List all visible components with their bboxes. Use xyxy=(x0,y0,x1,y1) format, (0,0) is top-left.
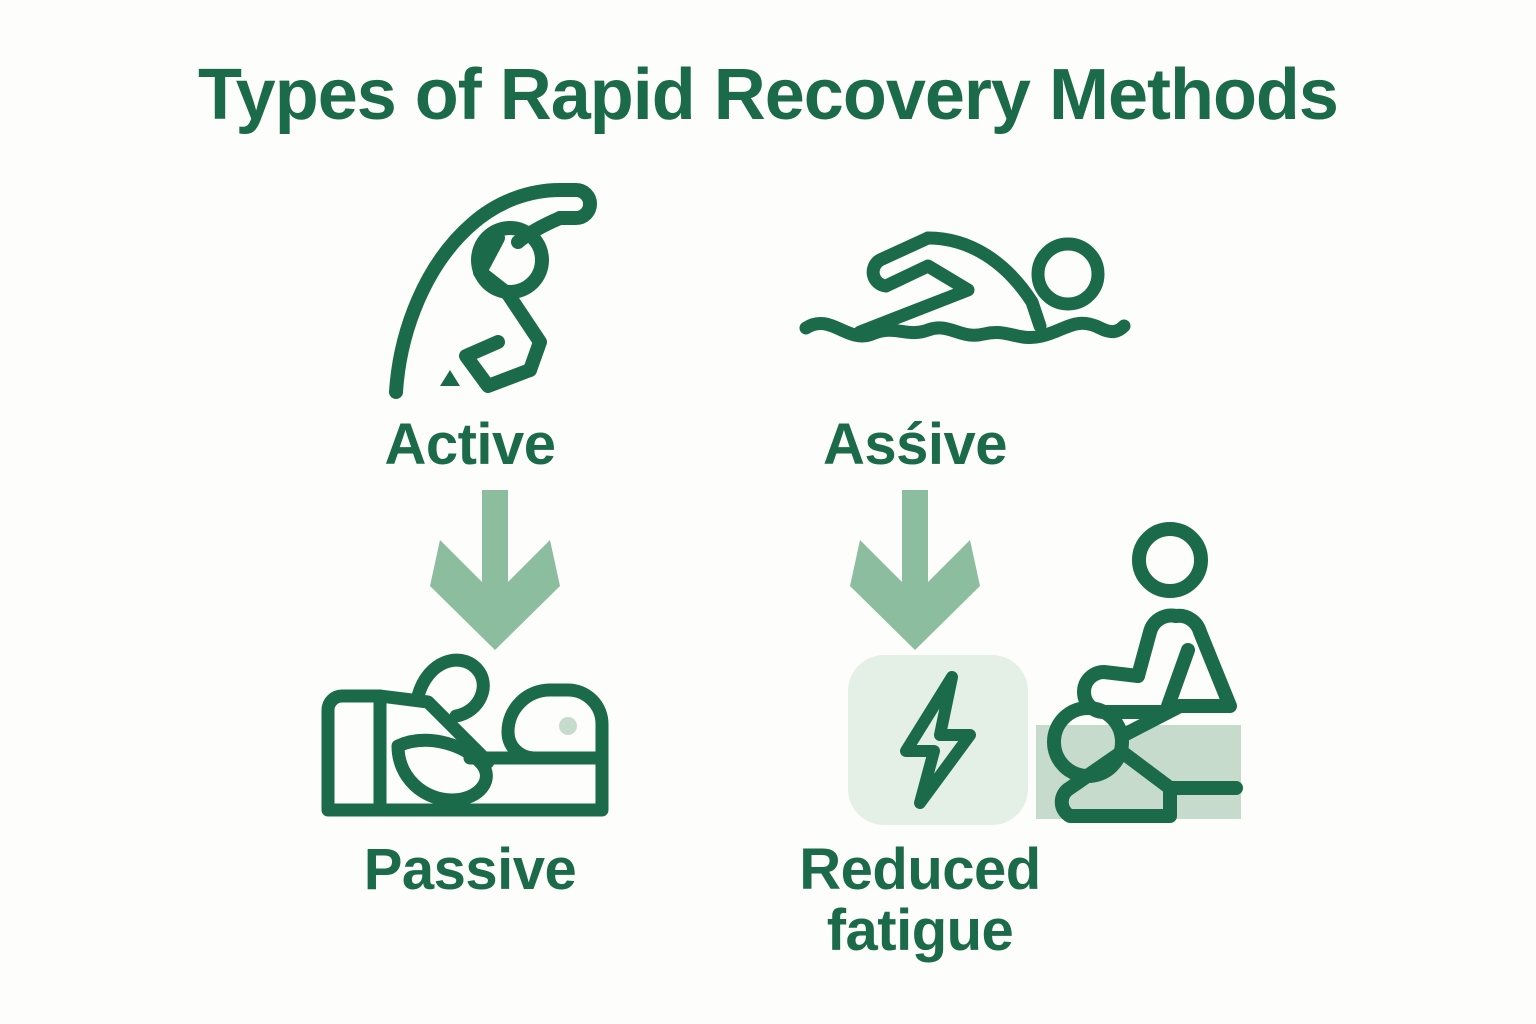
column-active-passive: Active xyxy=(190,170,750,1010)
node-label-reduced-fatigue-line1: Reduced xyxy=(799,837,1041,902)
node-label-active: Active xyxy=(384,412,556,477)
node-label-passive: Passive xyxy=(363,837,577,902)
node-label-assive: Asśive xyxy=(822,412,1008,477)
arrow-down-icon xyxy=(850,490,980,650)
lightning-bolt-icon xyxy=(848,655,1028,825)
column-assive-reduced-fatigue: Asśive xyxy=(700,170,1260,1010)
node-label-reduced-fatigue: Reduced fatigue xyxy=(660,837,1180,963)
massage-therapy-icon xyxy=(1030,520,1260,825)
person-resting-in-bed-icon xyxy=(320,650,610,820)
arrow-down-icon xyxy=(430,490,560,650)
swimmer-icon xyxy=(799,222,1131,372)
stretching-person-icon xyxy=(380,180,610,402)
page-title: Types of Rapid Recovery Methods xyxy=(198,55,1339,135)
node-label-reduced-fatigue-line2: fatigue xyxy=(826,897,1014,963)
